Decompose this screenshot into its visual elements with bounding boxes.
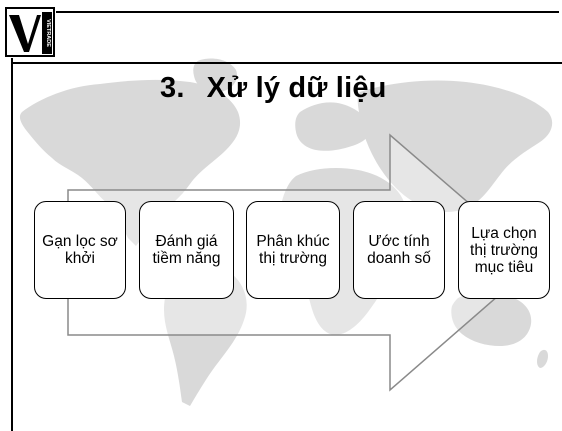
map-australia	[451, 292, 532, 346]
map-greenland	[193, 58, 238, 93]
logo-wordmark: VIETRADE	[45, 19, 51, 47]
process-step-1: Gạn lọc sơ khởi	[34, 201, 126, 299]
map-new-zealand	[537, 349, 548, 368]
title-text: Xử lý dữ liệu	[206, 72, 387, 104]
map-north-america	[19, 79, 241, 246]
vietrade-logo: VIETRADE	[4, 6, 56, 58]
process-step-4: Ước tính doanh số	[353, 201, 445, 299]
title-number: 3.	[160, 72, 185, 104]
map-asia	[357, 80, 553, 212]
slide-frame	[11, 11, 559, 431]
header-rule	[11, 62, 562, 64]
process-step-2: Đánh giá tiềm năng	[139, 201, 234, 299]
process-step-3: Phân khúc thị trường	[246, 201, 340, 299]
process-step-5: Lựa chọn thị trường mục tiêu	[458, 201, 550, 299]
map-europe	[295, 102, 371, 151]
page-title: 3. Xử lý dữ liệu	[160, 72, 387, 105]
